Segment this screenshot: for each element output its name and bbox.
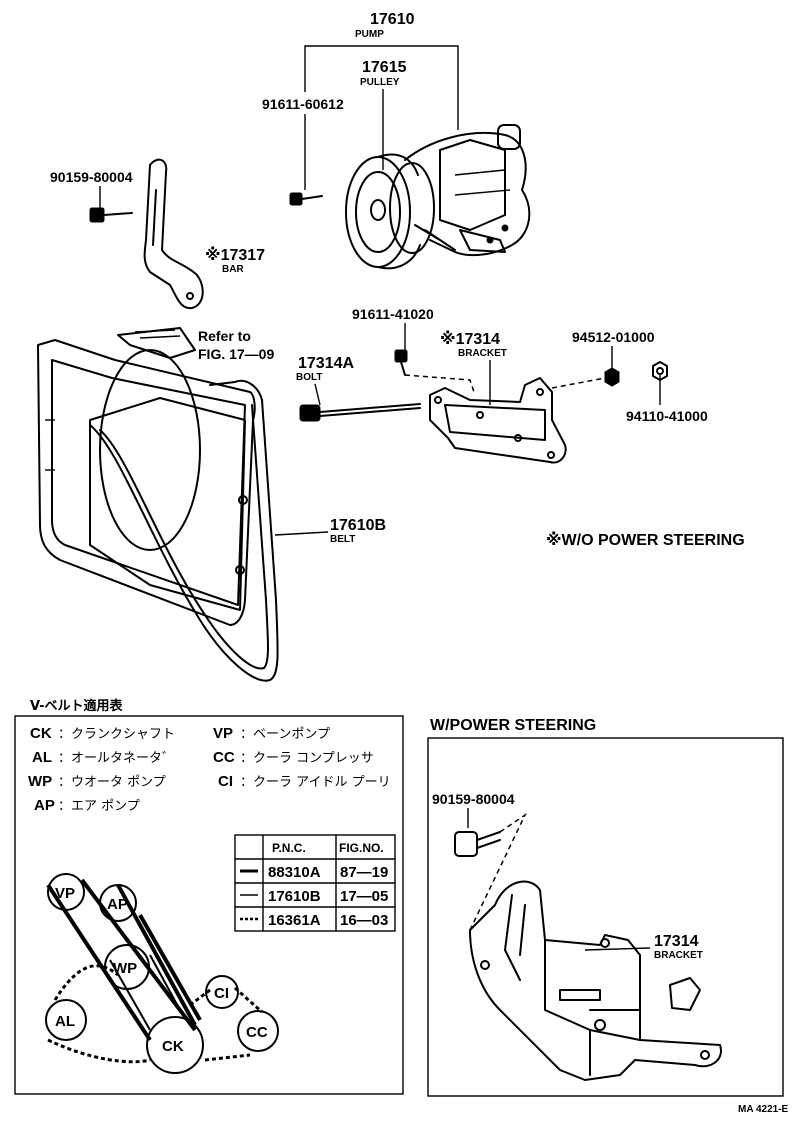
belt-routing-diagram: VP AP WP CI AL CC CK [45, 873, 279, 1074]
pump-body [404, 124, 531, 257]
belt-drawing [89, 380, 279, 682]
row2-pnc: 17610B [268, 888, 321, 905]
bracket-number: ※17314 [440, 330, 500, 348]
belt-callout: 17610B BELT [274, 517, 386, 545]
bolt-long-name: BOLT [296, 372, 322, 383]
refer-line2: FIG. 17—09 [198, 346, 274, 362]
legend-text-ck: ：クランクシャフト [58, 727, 175, 742]
shroud-opening [99, 349, 201, 551]
ps-bolt-drawing [454, 812, 527, 931]
bolt-bar-number: 90159-80004 [50, 169, 133, 185]
legend-code-ci: CI [218, 773, 233, 790]
shroud-clip [117, 327, 196, 359]
pulley-wp [104, 944, 150, 990]
pnc-table: P.N.C. FIG.NO. 88310A 87—19 17610B 17—05… [234, 834, 396, 932]
fig-header: FIG.NO. [339, 841, 384, 855]
pulley-number: 17615 [362, 59, 407, 76]
row1-pnc: 88310A [268, 864, 321, 881]
bolt-long-drawing [299, 403, 421, 422]
legend-code-vp: VP [213, 725, 233, 742]
svg-text:VP: VP [55, 885, 75, 902]
pulley-ap [99, 884, 137, 922]
legend-text-cc: ：クーラ コンプレッサ [240, 751, 374, 766]
pump-fitting [497, 124, 521, 150]
pulley-ci [205, 975, 239, 1009]
belt-table-title: V-ベルト適用表 [30, 698, 124, 714]
power-steering-title: W/POWER STEERING [430, 717, 596, 734]
pulley-vp [47, 873, 85, 911]
bar-callouts: 90159-80004 ※17317 BAR [50, 169, 265, 275]
belt-route-dashed [47, 964, 263, 1064]
bracket-drawing [429, 377, 567, 464]
refer-callout: Refer to FIG. 17—09 [117, 327, 274, 362]
ps-bolt-number: 90159-80004 [432, 791, 515, 807]
power-steering-frame [427, 737, 784, 1097]
pump-number: 17610 [370, 11, 415, 28]
nut1-icon [604, 367, 620, 387]
ps-bracket-drawing [469, 880, 722, 1081]
bar-name: BAR [222, 264, 244, 275]
belt-route-solid [46, 878, 202, 1042]
footer-code: MA 4221-E [738, 1104, 789, 1115]
pump-leader [304, 45, 459, 130]
row2-fig: 17—05 [340, 888, 388, 905]
legend-text-ci: ：クーラ アイドル プーリ [240, 775, 391, 790]
nut1-number: 94512-01000 [572, 329, 655, 345]
legend-text-al: ：オールタネータ゛ [58, 751, 175, 766]
legend-code-ck: CK [30, 725, 52, 742]
svg-text:AP: AP [107, 896, 128, 913]
pnc-header: P.N.C. [272, 841, 306, 855]
svg-text:AL: AL [55, 1013, 75, 1030]
pulley-name: PULLEY [360, 77, 400, 88]
belt-table-frame [14, 715, 404, 1095]
legend-code-ap: AP [34, 797, 55, 814]
bolt-pump-number: 91611-60612 [262, 96, 344, 112]
bar-drawing [89, 158, 204, 310]
legend-code-al: AL [32, 749, 52, 766]
shroud-outer [37, 339, 256, 626]
row1-fig: 87—19 [340, 864, 388, 881]
svg-text:CI: CI [214, 985, 229, 1002]
bracket-callouts: 91611-41020 ※17314 BRACKET 94512-01000 9… [296, 306, 708, 424]
belt-name: BELT [330, 534, 355, 545]
row3-pnc: 16361A [268, 912, 321, 929]
legend-code-cc: CC [213, 749, 235, 766]
row3-fig: 16—03 [340, 912, 388, 929]
belt-route-thin [109, 954, 181, 1031]
legend-code-wp: WP [28, 773, 52, 790]
pump-name: PUMP [355, 29, 384, 40]
fan-shroud-drawing [37, 339, 256, 626]
wo-power-steering-note: ※W/O POWER STEERING [546, 531, 745, 549]
bolt-bar-icon [89, 207, 105, 223]
legend-right: VP ：ベーンポンプ CC ：クーラ コンプレッサ CI ：クーラ アイドル プ… [213, 725, 391, 790]
nut-drawings [551, 361, 668, 389]
legend-text-ap: ：エア ポンプ [58, 799, 140, 814]
legend-text-vp: ：ベーンポンプ [240, 727, 330, 742]
bolt-long-number: 17314A [298, 355, 354, 372]
bracket-name: BRACKET [458, 348, 507, 359]
pulley-ck [146, 1016, 204, 1074]
pulley-cc [237, 1010, 279, 1052]
pump-callouts: 17610 PUMP 17615 PULLEY 91611-60612 [262, 11, 459, 190]
svg-text:CK: CK [162, 1038, 184, 1055]
nut2-number: 94110-41000 [626, 408, 708, 424]
bolt-bracket-drawing [394, 349, 476, 396]
ps-bracket-name: BRACKET [654, 950, 703, 961]
nut2-icon [652, 361, 668, 381]
refer-line1: Refer to [198, 328, 251, 344]
bolt-bracket-number: 91611-41020 [352, 306, 434, 322]
bar-number: ※17317 [205, 246, 265, 264]
ps-bracket-number: 17314 [654, 933, 699, 950]
svg-text:CC: CC [246, 1024, 268, 1041]
legend-left: CK ：クランクシャフト AL ：オールタネータ゛ WP ：ウオータ ポンプ A… [28, 725, 175, 814]
legend-text-wp: ：ウオータ ポンプ [58, 775, 166, 790]
svg-text:WP: WP [113, 960, 137, 977]
bolt-pump-icon [289, 192, 323, 206]
pulley-al [45, 999, 87, 1041]
belt-number: 17610B [330, 517, 386, 534]
pulley-drawing [345, 153, 435, 270]
